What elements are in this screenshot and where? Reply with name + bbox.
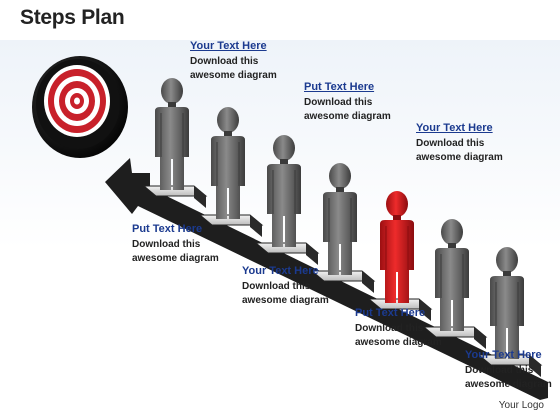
label-4: Put Text Here Download this awesome diag…: [132, 223, 272, 266]
step-riser: [419, 299, 431, 321]
label-body: Download this awesome diagram: [304, 97, 391, 122]
figures: [155, 78, 524, 359]
step-riser: [250, 215, 262, 237]
label-5: Your Text Here Download this awesome dia…: [242, 265, 382, 308]
person-icon: [211, 107, 245, 219]
label-body: Download this awesome diagram: [190, 56, 277, 81]
person-icon: [435, 219, 469, 331]
person-icon: [267, 135, 301, 247]
label-3: Your Text Here Download this awesome dia…: [416, 122, 556, 165]
label-1: Your Text Here Download this awesome dia…: [190, 40, 330, 83]
label-body: Download this awesome diagram: [416, 138, 503, 163]
label-heading: Your Text Here: [465, 349, 542, 361]
step-riser: [362, 271, 374, 293]
label-heading: Put Text Here: [304, 81, 375, 93]
step-riser: [194, 186, 206, 208]
label-2: Put Text Here Download this awesome diag…: [304, 81, 444, 124]
title-band: Steps Plan: [0, 0, 560, 40]
staircase: [142, 185, 543, 377]
step-riser: [529, 355, 541, 377]
label-body: Download this awesome diagram: [132, 239, 219, 264]
label-body: Download this awesome diagram: [465, 365, 552, 390]
person-icon: [155, 78, 189, 190]
label-heading: Your Text Here: [242, 265, 319, 277]
logo-text: Your Logo: [498, 400, 544, 411]
person-icon: [323, 163, 357, 275]
label-heading: Put Text Here: [132, 223, 203, 235]
label-body: Download this awesome diagram: [242, 281, 329, 306]
label-heading: Your Text Here: [416, 122, 493, 134]
label-7: Your Text Here Download this awesome dia…: [465, 349, 560, 392]
target-icon: [32, 56, 128, 158]
person-icon: [490, 247, 524, 359]
step-riser: [306, 243, 318, 265]
label-heading: Your Text Here: [190, 40, 267, 52]
person-icon-highlighted: [380, 191, 414, 303]
label-body: Download this awesome diagram: [355, 323, 442, 348]
label-heading: Put Text Here: [355, 307, 426, 319]
label-6: Put Text Here Download this awesome diag…: [355, 307, 495, 350]
page-title: Steps Plan: [20, 6, 125, 29]
step-riser: [474, 327, 486, 349]
